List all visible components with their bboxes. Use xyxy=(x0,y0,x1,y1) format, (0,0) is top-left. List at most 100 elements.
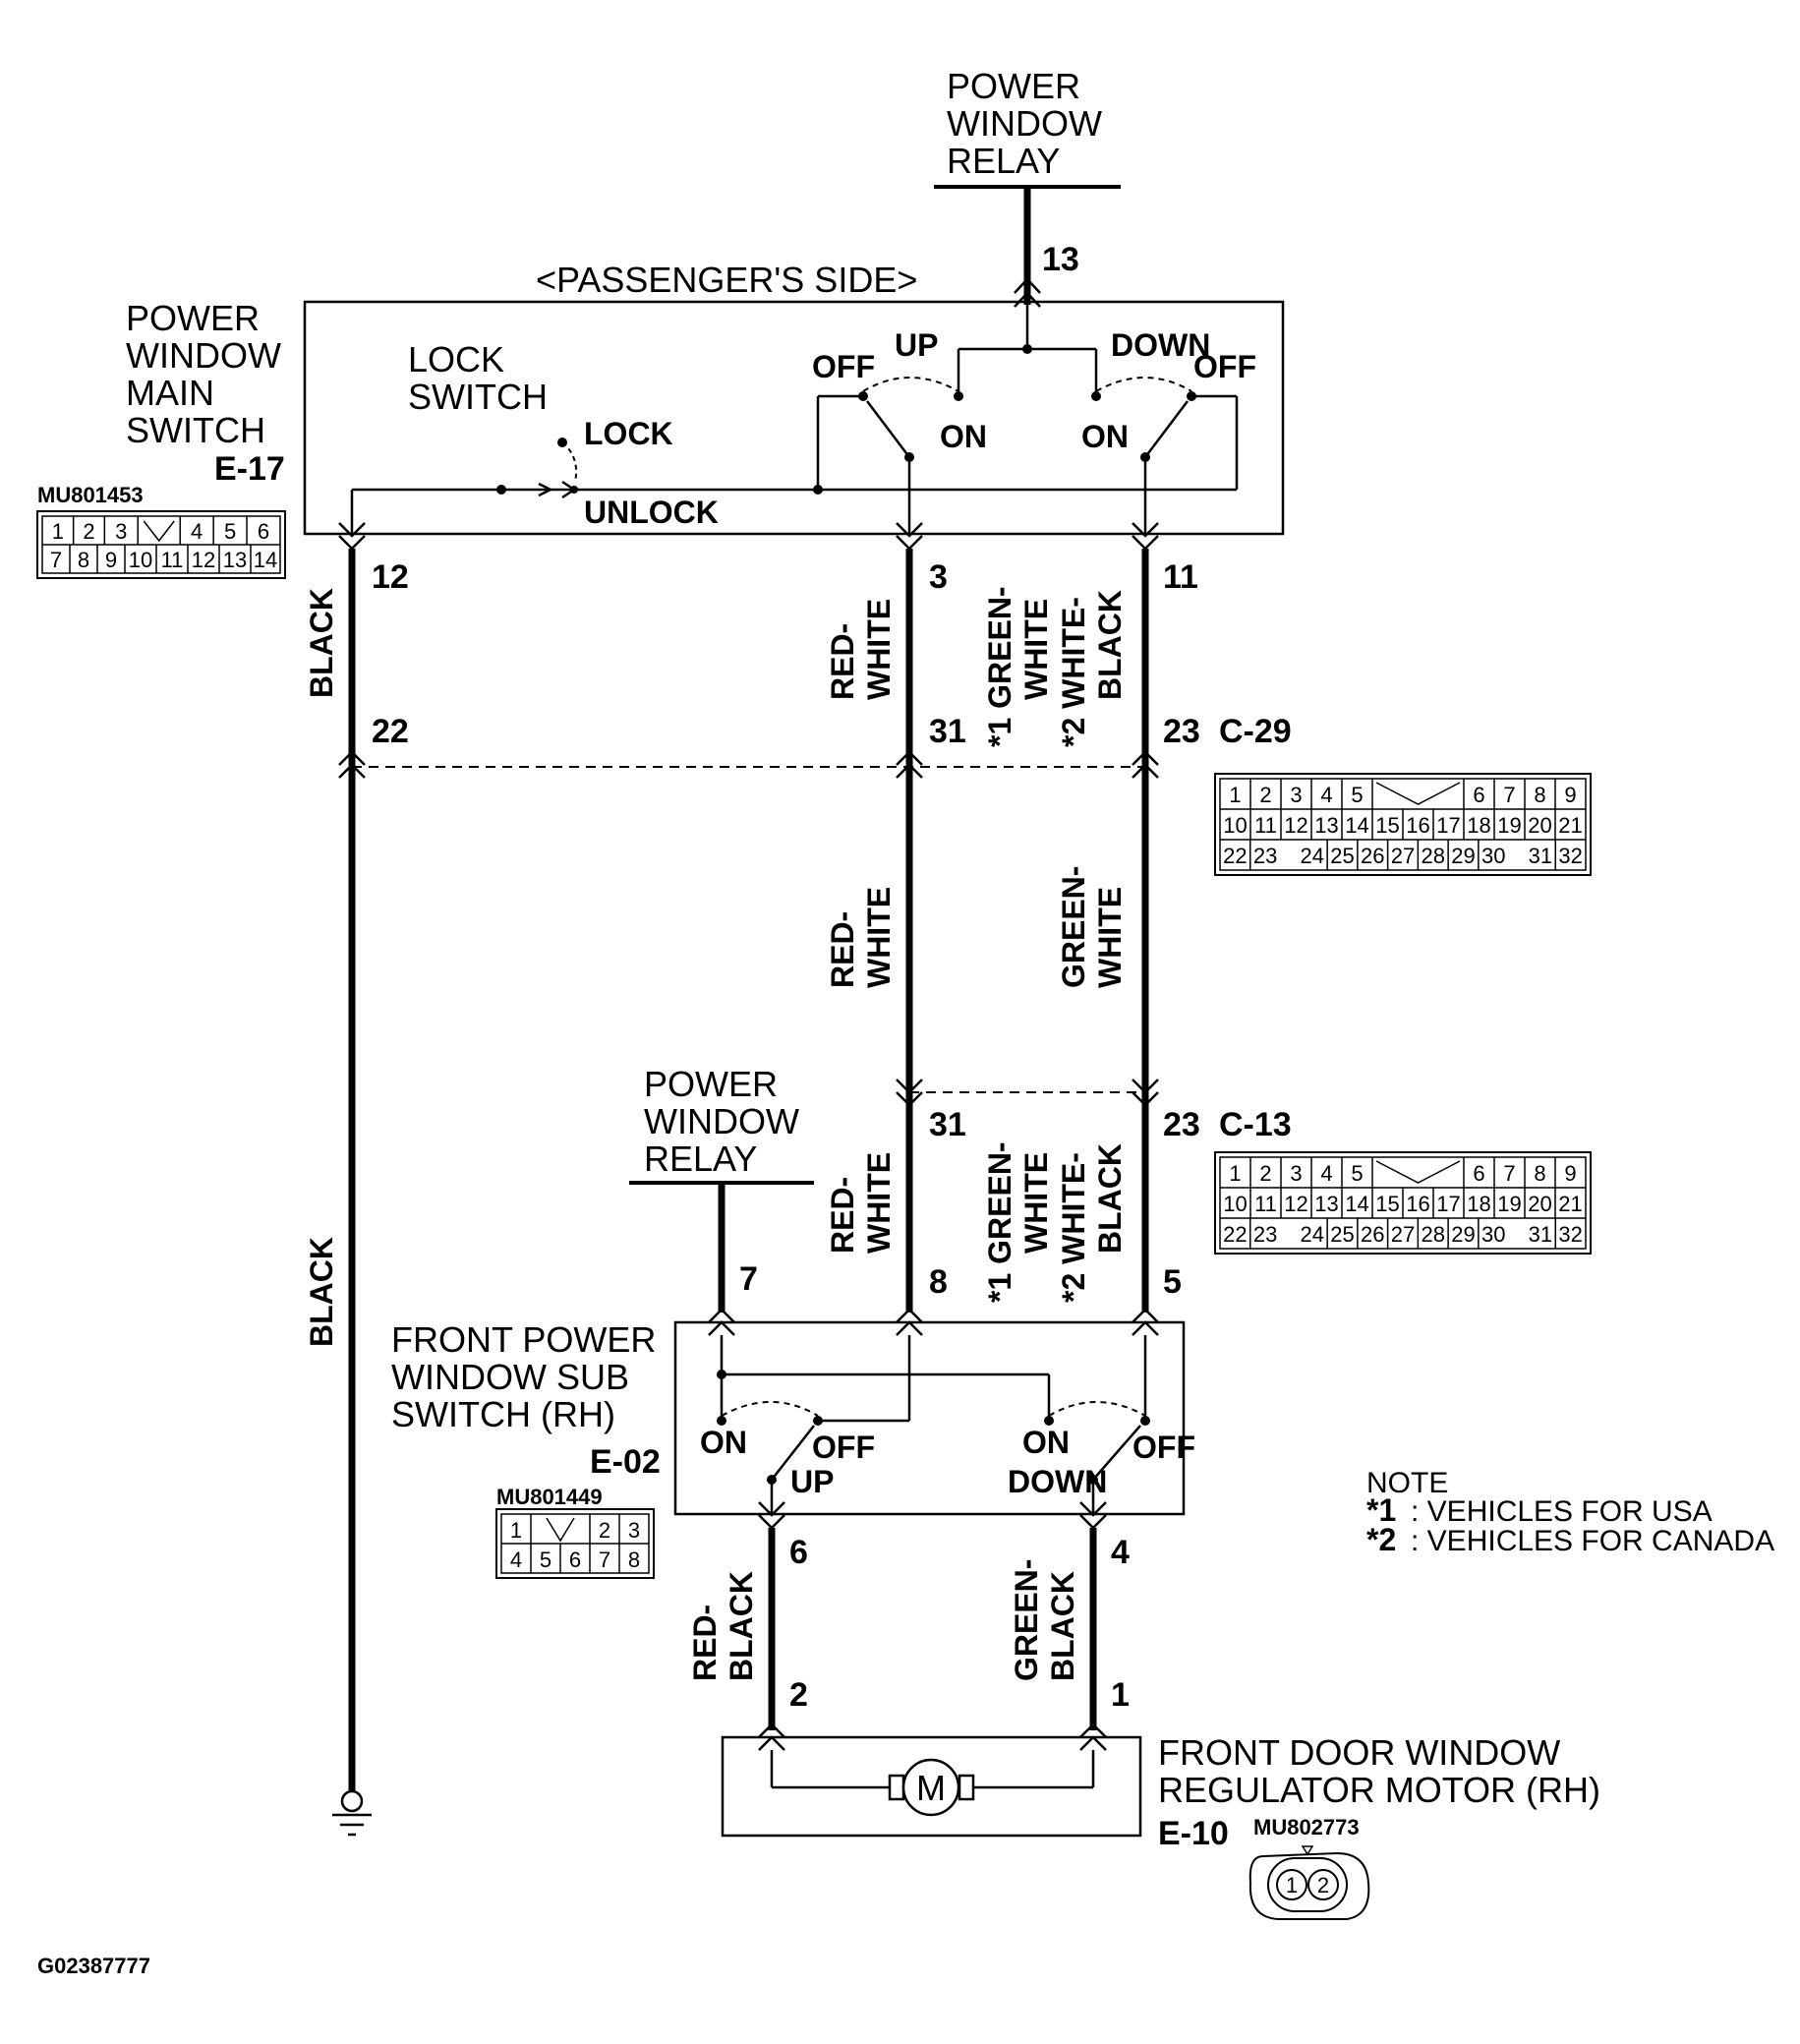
c29conn-pin-28: 28 xyxy=(1422,844,1445,868)
c13conn-pin-8: 8 xyxy=(1534,1161,1545,1186)
c13-pin-31: 31 xyxy=(929,1106,966,1143)
c29conn-pin-6: 6 xyxy=(1473,783,1484,807)
main-switch-label-4: SWITCH xyxy=(126,410,265,450)
e17-pin-13: 13 xyxy=(223,548,247,572)
mid-relay-label-2: WINDOW xyxy=(644,1101,799,1141)
wire-label-red-white-mid-2: WHITE xyxy=(861,887,897,988)
e17-pin-6: 6 xyxy=(258,519,269,544)
pin-12: 12 xyxy=(372,558,409,596)
c29-code: C-29 xyxy=(1219,713,1292,750)
c13conn-pin-28: 28 xyxy=(1422,1222,1445,1247)
sub-down-label: DOWN xyxy=(1008,1464,1107,1499)
c13conn-pin-19: 19 xyxy=(1497,1192,1521,1216)
c29conn-pin-14: 14 xyxy=(1345,813,1368,838)
c13conn-pin-13: 13 xyxy=(1314,1192,1338,1216)
c13conn-pin-22: 22 xyxy=(1223,1222,1247,1247)
c29conn-pin-31: 31 xyxy=(1529,844,1552,868)
lock-switch-label-1: LOCK xyxy=(408,339,504,380)
mid-relay-label-1: POWER xyxy=(644,1064,778,1104)
note-mark-1: *1 xyxy=(1366,1492,1396,1528)
wire-label-gw-black-lower: BLACK xyxy=(1092,1143,1128,1254)
pin-11: 11 xyxy=(1163,558,1198,596)
c29conn-pin-22: 22 xyxy=(1223,844,1247,868)
e17-pin-10: 10 xyxy=(129,548,152,572)
sub-up-on-label: ON xyxy=(700,1425,747,1460)
c13conn-pin-16: 16 xyxy=(1406,1192,1429,1216)
main-down-label: DOWN xyxy=(1111,327,1210,363)
sub-down-on-label: ON xyxy=(1022,1425,1070,1460)
c29conn-pin-5: 5 xyxy=(1351,783,1363,807)
wire-label-gw-star2-lower: *2 WHITE- xyxy=(1056,1152,1091,1303)
c29conn-pin-21: 21 xyxy=(1558,813,1582,838)
note-line-2: : VEHICLES FOR CANADA xyxy=(1411,1525,1774,1557)
motor-part: MU802773 xyxy=(1253,1815,1360,1840)
sub-pin-8: 8 xyxy=(929,1263,948,1301)
c29conn-pin-12: 12 xyxy=(1284,813,1307,838)
wire-label-green-white-mid-1: GREEN- xyxy=(1056,866,1091,988)
c13conn-pin-18: 18 xyxy=(1467,1192,1490,1216)
main-switch-box xyxy=(303,300,1285,536)
e17-pin-5: 5 xyxy=(224,519,236,544)
sub-down-off-label: OFF xyxy=(1132,1430,1195,1465)
c13conn-pin-4: 4 xyxy=(1320,1161,1332,1186)
unlock-label: UNLOCK xyxy=(584,495,719,530)
wire-label-gw-star2-upper: *2 WHITE- xyxy=(1056,597,1091,747)
c29conn-pin-23: 23 xyxy=(1253,844,1277,868)
passenger-side-label: <PASSENGER'S SIDE> xyxy=(536,260,917,300)
e17-pin-8: 8 xyxy=(78,548,89,572)
e17-pin-1: 1 xyxy=(52,519,64,544)
c29conn-pin-1: 1 xyxy=(1229,783,1241,807)
top-relay-label-2: WINDOW xyxy=(947,103,1102,144)
note-mark-2: *2 xyxy=(1366,1522,1396,1557)
c29conn-pin-19: 19 xyxy=(1497,813,1521,838)
wire-label-gw-star1-lower: *1 GREEN- xyxy=(982,1141,1017,1303)
wire-label-gw-star1-upper: *1 GREEN- xyxy=(982,586,1017,747)
sub-pin-6: 6 xyxy=(789,1534,808,1571)
c13-pin-23: 23 xyxy=(1163,1106,1200,1143)
c13-junction: 31 23 C-13 xyxy=(896,1079,1292,1143)
motor-pin-2: 2 xyxy=(789,1676,808,1714)
main-down-on-label: ON xyxy=(1081,419,1129,454)
sub-switch-label-3: SWITCH (RH) xyxy=(391,1394,615,1434)
c13conn-pin-24: 24 xyxy=(1301,1222,1324,1247)
c13conn-pin-21: 21 xyxy=(1558,1192,1582,1216)
wire-label-red-white-lower-2: WHITE xyxy=(861,1152,897,1254)
top-relay: POWER WINDOW RELAY 13 xyxy=(934,66,1121,308)
c29conn-pin-18: 18 xyxy=(1467,813,1490,838)
main-down-off-label: OFF xyxy=(1193,349,1256,384)
wire-label-gw-white-upper: WHITE xyxy=(1018,599,1054,700)
wire-label-green-black-1: GREEN- xyxy=(1009,1559,1044,1681)
main-switch-label-1: POWER xyxy=(126,298,260,338)
wire-label-green-black-2: BLACK xyxy=(1045,1571,1080,1681)
c13conn-pin-11: 11 xyxy=(1254,1192,1277,1216)
main-switch: POWER WINDOW MAIN SWITCH E-17 MU801453 L… xyxy=(37,298,1285,551)
c29-pin-22: 22 xyxy=(372,713,409,750)
motor-conn-2: 2 xyxy=(1317,1873,1329,1898)
figure-id: G02387777 xyxy=(37,1954,150,1978)
sub-switch-code: E-02 xyxy=(590,1443,661,1481)
c13conn-pin-5: 5 xyxy=(1351,1161,1363,1186)
mid-relay-label-3: RELAY xyxy=(644,1139,757,1179)
c13conn-pin-15: 15 xyxy=(1375,1192,1399,1216)
c13conn-pin-12: 12 xyxy=(1284,1192,1307,1216)
wire-label-red-white-upper-2: WHITE xyxy=(861,599,897,700)
c29conn-pin-20: 20 xyxy=(1528,813,1551,838)
main-up-on-label: ON xyxy=(940,419,987,454)
c29conn-pin-10: 10 xyxy=(1223,813,1247,838)
c13conn-pin-9: 9 xyxy=(1564,1161,1576,1186)
note-line-1: : VEHICLES FOR USA xyxy=(1411,1495,1713,1528)
e02-pin-7: 7 xyxy=(599,1548,610,1572)
c13conn-pin-17: 17 xyxy=(1436,1192,1460,1216)
main-switch-part: MU801453 xyxy=(37,483,144,507)
motor: M FRONT DOOR WINDOW REGULATOR MOTOR (RH)… xyxy=(721,1723,1600,1920)
c29-pin-31: 31 xyxy=(929,713,966,750)
c29conn-pin-26: 26 xyxy=(1361,844,1384,868)
top-relay-label-3: RELAY xyxy=(947,141,1060,181)
main-switch-code: E-17 xyxy=(214,450,285,488)
e17-pin-14: 14 xyxy=(254,548,277,572)
wire-label-green-white-mid-2: WHITE xyxy=(1092,887,1128,988)
ground-icon xyxy=(332,1789,372,1837)
c29conn-pin-2: 2 xyxy=(1259,783,1271,807)
